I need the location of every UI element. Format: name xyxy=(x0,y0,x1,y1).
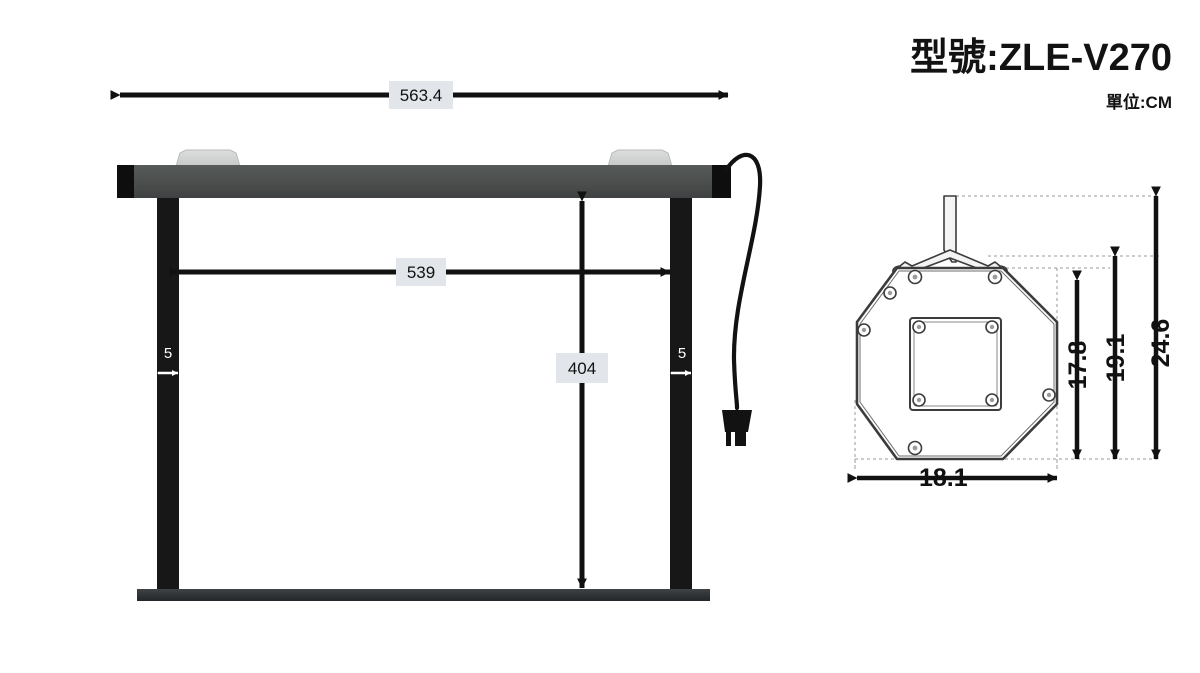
casing-end-cap-left xyxy=(117,165,134,198)
front-elevation-group xyxy=(110,90,763,601)
page-title: 型號:ZLE-V270 xyxy=(910,37,1172,79)
unit-label: 單位:CM xyxy=(1105,93,1172,112)
side-rail-right xyxy=(670,198,692,591)
hanger-bracket xyxy=(892,195,1008,279)
dimension-label-height-outer: 24.6 xyxy=(1147,318,1175,368)
center-plate xyxy=(909,317,1002,411)
screen-casing xyxy=(117,149,731,198)
hanger-stem xyxy=(943,195,957,263)
mounting-bracket-left xyxy=(175,149,241,167)
side-rail-left xyxy=(157,198,179,591)
casing-end-cap-right xyxy=(712,165,731,198)
dimension-label-drop-height: 404 xyxy=(556,353,608,383)
mounting-bracket-right xyxy=(607,149,673,167)
dimension-label-rail-width-right: 5 xyxy=(677,345,687,362)
dimension-label-overall-width: 563.4 xyxy=(389,81,453,109)
cross-section-group xyxy=(847,186,1161,483)
power-cord-group xyxy=(722,152,763,446)
dimension-label-height-middle: 19.1 xyxy=(1102,333,1130,383)
power-cord xyxy=(723,152,763,411)
dimension-label-height-inner: 17.8 xyxy=(1064,340,1092,390)
plug-prong-left xyxy=(726,430,731,446)
dimension-label-screen-width: 539 xyxy=(396,258,446,286)
plug-prong-right xyxy=(741,430,746,446)
center-plate-inner xyxy=(913,321,998,407)
housing-inner-outline xyxy=(859,270,1055,457)
dimension-label-rail-width-left: 5 xyxy=(163,345,173,362)
dimension-label-section-width: 18.1 xyxy=(919,464,968,492)
bottom-weight-bar xyxy=(137,589,710,601)
casing-body xyxy=(117,165,731,198)
bolt-group xyxy=(857,269,1056,456)
power-plug xyxy=(722,410,752,446)
screen-side-rails xyxy=(157,198,692,591)
section-vertical-dimensions xyxy=(1072,186,1161,460)
